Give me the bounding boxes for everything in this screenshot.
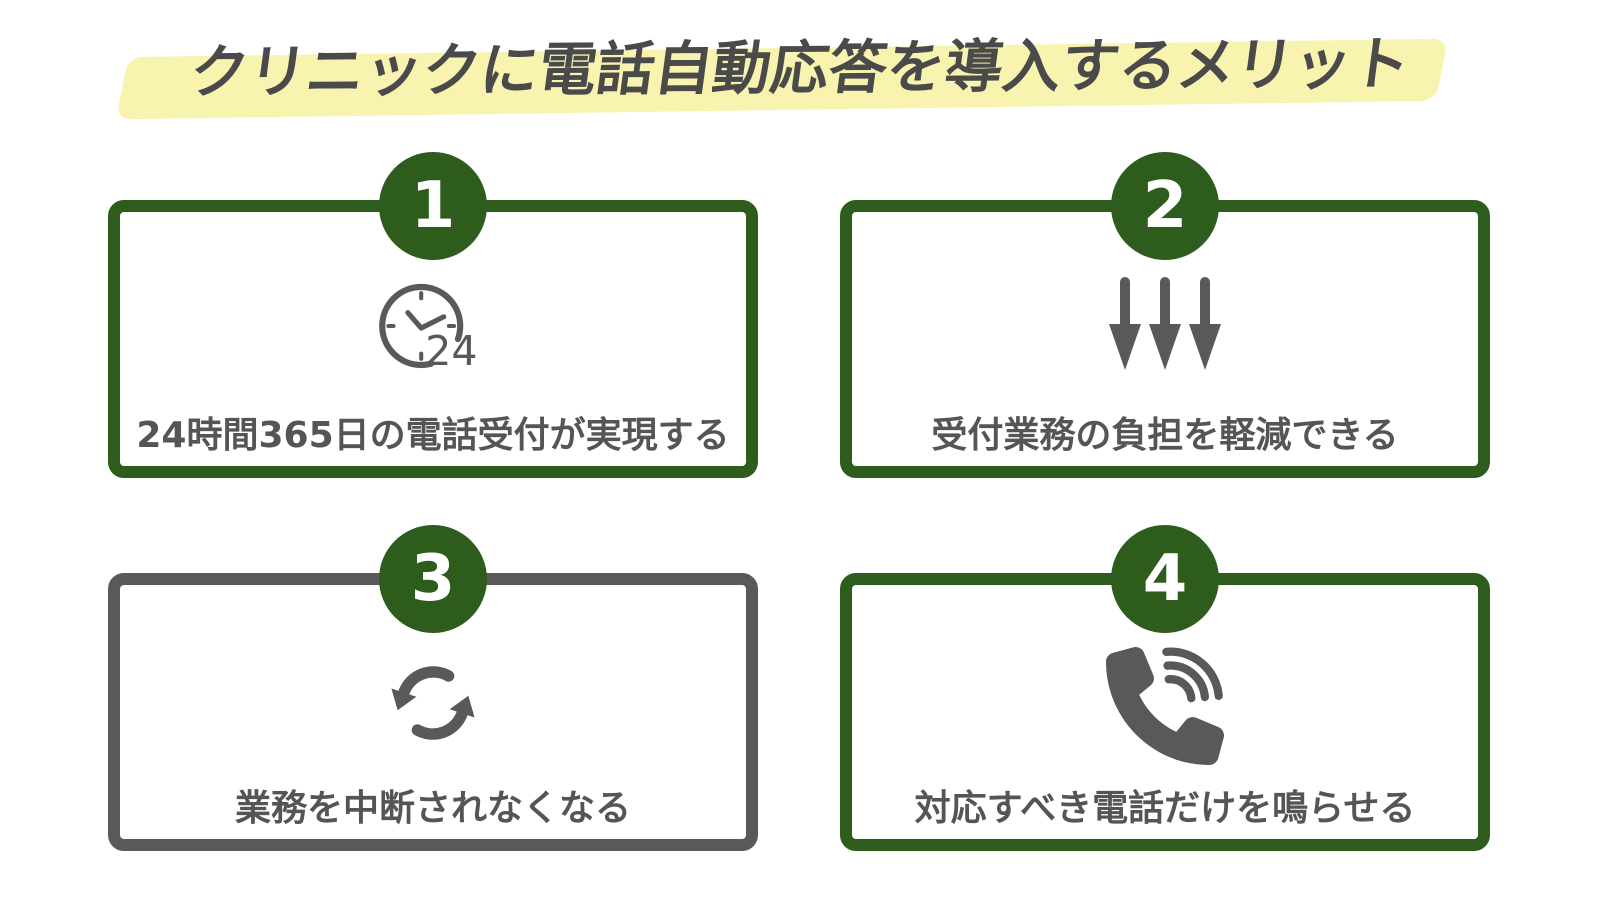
triple-down-arrows-icon: [852, 274, 1478, 376]
benefit-label-2: 受付業務の負担を軽減できる: [931, 415, 1399, 456]
benefit-card-1: 1 24 24時間365日の電話受付が実現する: [108, 152, 758, 478]
number-badge-3: 3: [379, 525, 487, 633]
number-badge-2: 2: [1111, 152, 1219, 260]
title-section: クリニックに電話自動応答を導入するメリット: [0, 0, 1600, 140]
benefit-label-3: 業務を中断されなくなる: [234, 788, 631, 829]
benefit-label-1: 24時間365日の電話受付が実現する: [136, 415, 730, 456]
benefit-card-4: 4 対応すべき電話だけを鳴らせる: [840, 525, 1490, 851]
sync-arrows-icon: [120, 647, 746, 759]
number-badge-1: 1: [379, 152, 487, 260]
benefit-label-4: 対応すべき電話だけを鳴らせる: [914, 788, 1416, 829]
clock-24-label: 24: [425, 327, 477, 375]
number-badge-4: 4: [1111, 525, 1219, 633]
benefit-card-3: 3 業務を中断されなくなる: [108, 525, 758, 851]
benefit-card-2: 2 受付業務の負担を軽減できる: [840, 152, 1490, 478]
clock-24-icon: 24: [120, 274, 746, 378]
page-title: クリニックに電話自動応答を導入するメリット: [185, 29, 1415, 107]
phone-ringing-icon: [852, 647, 1478, 765]
